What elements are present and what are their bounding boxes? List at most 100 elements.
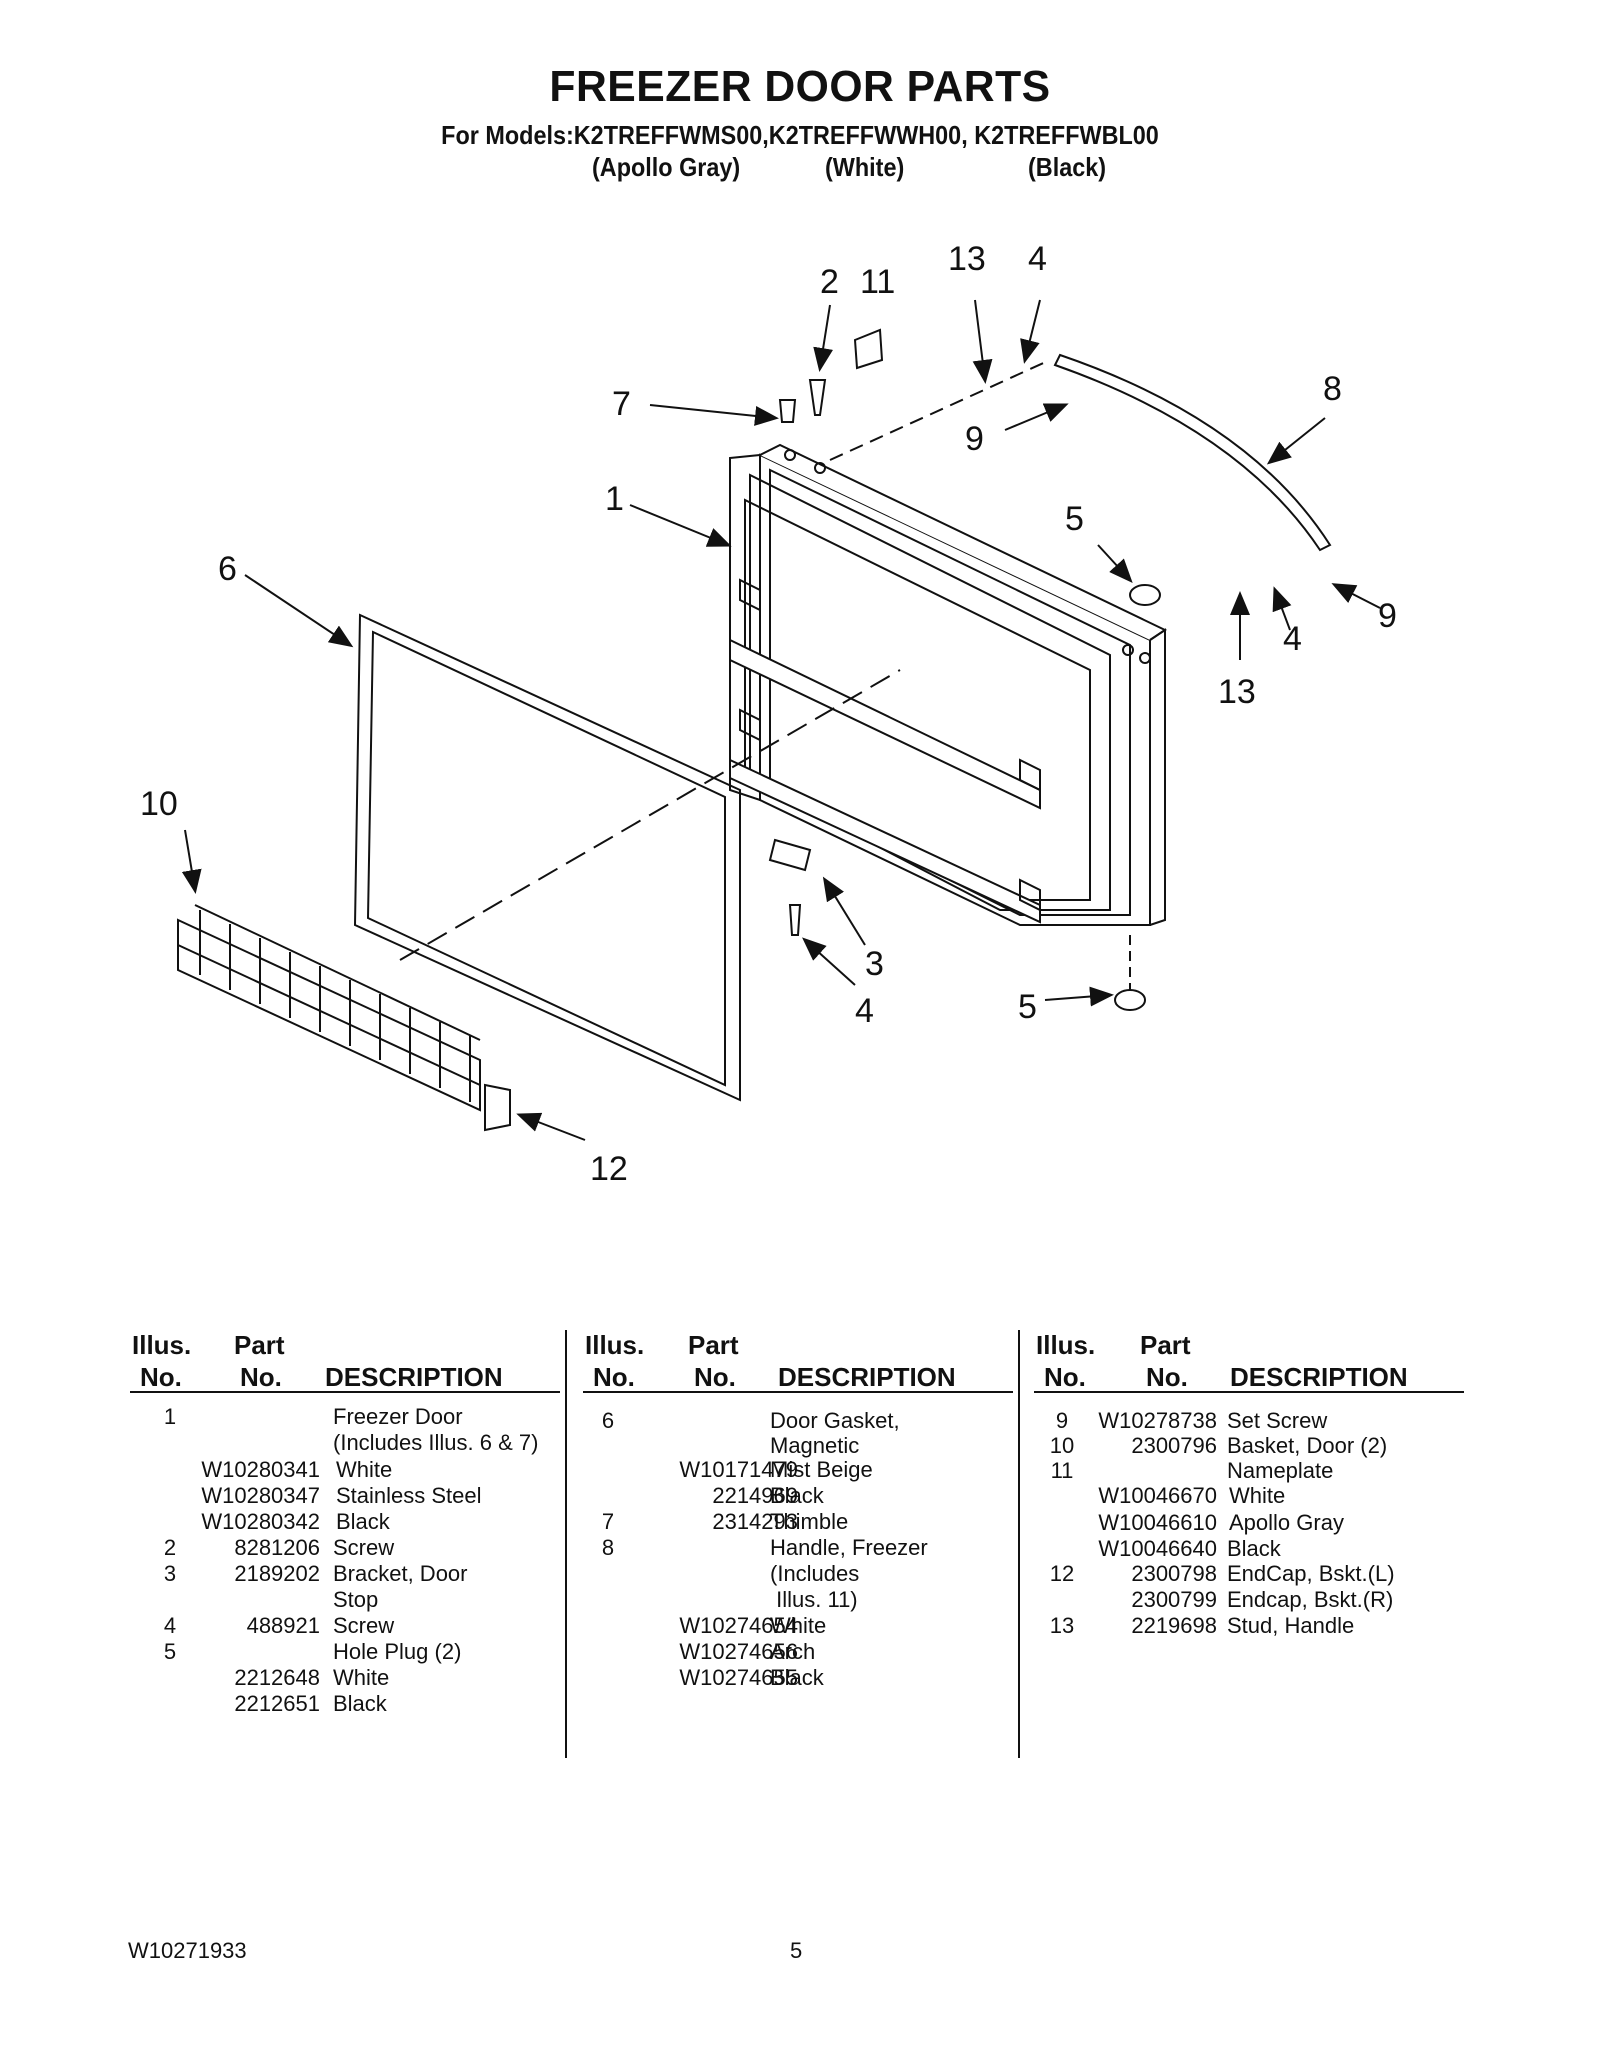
callout-4-bottom: 4 — [855, 992, 874, 1030]
variant-black: (Black) — [1028, 152, 1107, 182]
illus-no-header-1: No. — [140, 1362, 182, 1392]
part-no: 2189202 — [234, 1561, 320, 1586]
part-no: 2300798 — [1131, 1561, 1217, 1586]
description-header-3: DESCRIPTION — [1230, 1362, 1408, 1392]
part-no: 2300796 — [1131, 1433, 1217, 1458]
description: Set Screw — [1227, 1408, 1328, 1433]
door-basket-part — [177, 904, 511, 1132]
part-no-header-1: No. — [240, 1362, 282, 1392]
description: Stud, Handle — [1227, 1613, 1355, 1638]
header-rule-2 — [583, 1391, 1013, 1393]
callout-1: 1 — [605, 480, 624, 518]
part-no: 2212651 — [234, 1691, 320, 1716]
description: Black — [333, 1691, 387, 1716]
description: Screw — [333, 1535, 395, 1560]
illus-no: 4 — [163, 1613, 177, 1638]
description: Hole Plug (2) — [333, 1639, 462, 1664]
illus-no: 1 — [163, 1404, 177, 1429]
part-no: 2212648 — [234, 1665, 320, 1690]
part-no: W10046670 — [1098, 1483, 1217, 1508]
illus-no: 13 — [1049, 1613, 1075, 1638]
illus-no: 9 — [1055, 1408, 1069, 1433]
callout-4-right: 4 — [1283, 620, 1302, 658]
description: Magnetic — [770, 1433, 860, 1458]
description-header-2: DESCRIPTION — [778, 1362, 956, 1392]
callout-3: 3 — [865, 945, 884, 983]
description: Freezer Door — [333, 1404, 463, 1429]
description: Black — [770, 1483, 824, 1508]
description: Bracket, Door — [333, 1561, 468, 1586]
illus-no-header-2: No. — [593, 1362, 635, 1392]
callout-10: 10 — [140, 785, 178, 823]
part-no: 488921 — [246, 1613, 320, 1638]
page-number: 5 — [790, 1938, 803, 1963]
illus-no: 3 — [163, 1561, 177, 1586]
part-no: W10274654 — [679, 1613, 798, 1638]
hole-plug-top — [1129, 584, 1161, 606]
header-rule-1 — [130, 1391, 560, 1393]
description: White — [1229, 1483, 1286, 1508]
callout-9-right: 9 — [1378, 597, 1397, 635]
part-no: W10280342 — [201, 1509, 320, 1534]
callout-2: 2 — [820, 263, 839, 301]
illus-no: 5 — [163, 1639, 177, 1664]
illus-no: 7 — [601, 1509, 615, 1534]
part-no: 2314293 — [712, 1509, 798, 1534]
freezer-door-part — [729, 443, 1168, 926]
description: Nameplate — [1227, 1458, 1334, 1483]
description: Illus. 11) — [770, 1587, 858, 1612]
model-list: For Models:K2TREFFWMS00,K2TREFFWWH00, K2… — [441, 120, 1159, 150]
door-gasket-part — [353, 613, 741, 1102]
description: White — [770, 1613, 827, 1638]
nameplate-part — [853, 328, 884, 370]
illus-no: 6 — [601, 1408, 615, 1433]
part-no-header-3: No. — [1146, 1362, 1188, 1392]
part-no: W10278738 — [1098, 1408, 1217, 1433]
description: White — [336, 1457, 393, 1482]
part-header-2: Part — [688, 1330, 739, 1360]
callout-9-top: 9 — [965, 420, 984, 458]
exploded-parts-diagram: 2 11 13 4 7 9 8 1 5 6 4 9 13 10 3 4 5 12 — [140, 240, 1397, 1188]
part-no: 2214969 — [712, 1483, 798, 1508]
variant-white: (White) — [825, 152, 905, 182]
description: Screw — [333, 1613, 395, 1638]
callout-13-right: 13 — [1218, 673, 1256, 711]
description: (Includes — [770, 1561, 860, 1586]
part-header-1: Part — [234, 1330, 285, 1360]
callout-4-top: 4 — [1028, 240, 1047, 278]
part-no: 2219698 — [1131, 1613, 1217, 1638]
description: Door Gasket, — [770, 1408, 900, 1433]
description: Mist Beige — [770, 1457, 873, 1482]
illus-no: 12 — [1049, 1561, 1075, 1586]
part-no: W10280347 — [201, 1483, 320, 1508]
part-no: 8281206 — [234, 1535, 320, 1560]
column-separator-1 — [565, 1330, 567, 1758]
illus-no: 2 — [163, 1535, 177, 1560]
part-no: W10046640 — [1098, 1536, 1217, 1561]
description: EndCap, Bskt.(L) — [1227, 1561, 1395, 1586]
description: Thimble — [770, 1509, 849, 1534]
description: Apollo Gray — [1229, 1510, 1344, 1535]
illus-header-3: Illus. — [1036, 1330, 1096, 1360]
illus-no: 8 — [601, 1535, 615, 1560]
description: White — [333, 1665, 390, 1690]
part-no: W10171479 — [679, 1457, 798, 1482]
column-separator-2 — [1018, 1330, 1020, 1758]
part-no: 2300799 — [1131, 1587, 1217, 1612]
hole-plug-bottom — [1114, 989, 1146, 1011]
description: Arch — [770, 1639, 816, 1664]
freezer-handle-part — [1053, 353, 1332, 552]
callout-6: 6 — [218, 550, 237, 588]
description: (Includes Illus. 6 & 7) — [333, 1430, 539, 1455]
description: Endcap, Bskt.(R) — [1227, 1587, 1394, 1612]
screw-part — [808, 379, 827, 416]
part-no: W10274656 — [679, 1639, 798, 1664]
callout-8: 8 — [1323, 370, 1342, 408]
description: Basket, Door (2) — [1227, 1433, 1388, 1458]
illus-no-header-3: No. — [1044, 1362, 1086, 1392]
callout-12: 12 — [590, 1150, 628, 1188]
callout-5-top: 5 — [1065, 500, 1084, 538]
door-stop-bracket-part — [768, 838, 812, 872]
description: Black — [1227, 1536, 1281, 1561]
illus-no: 11 — [1050, 1458, 1074, 1483]
